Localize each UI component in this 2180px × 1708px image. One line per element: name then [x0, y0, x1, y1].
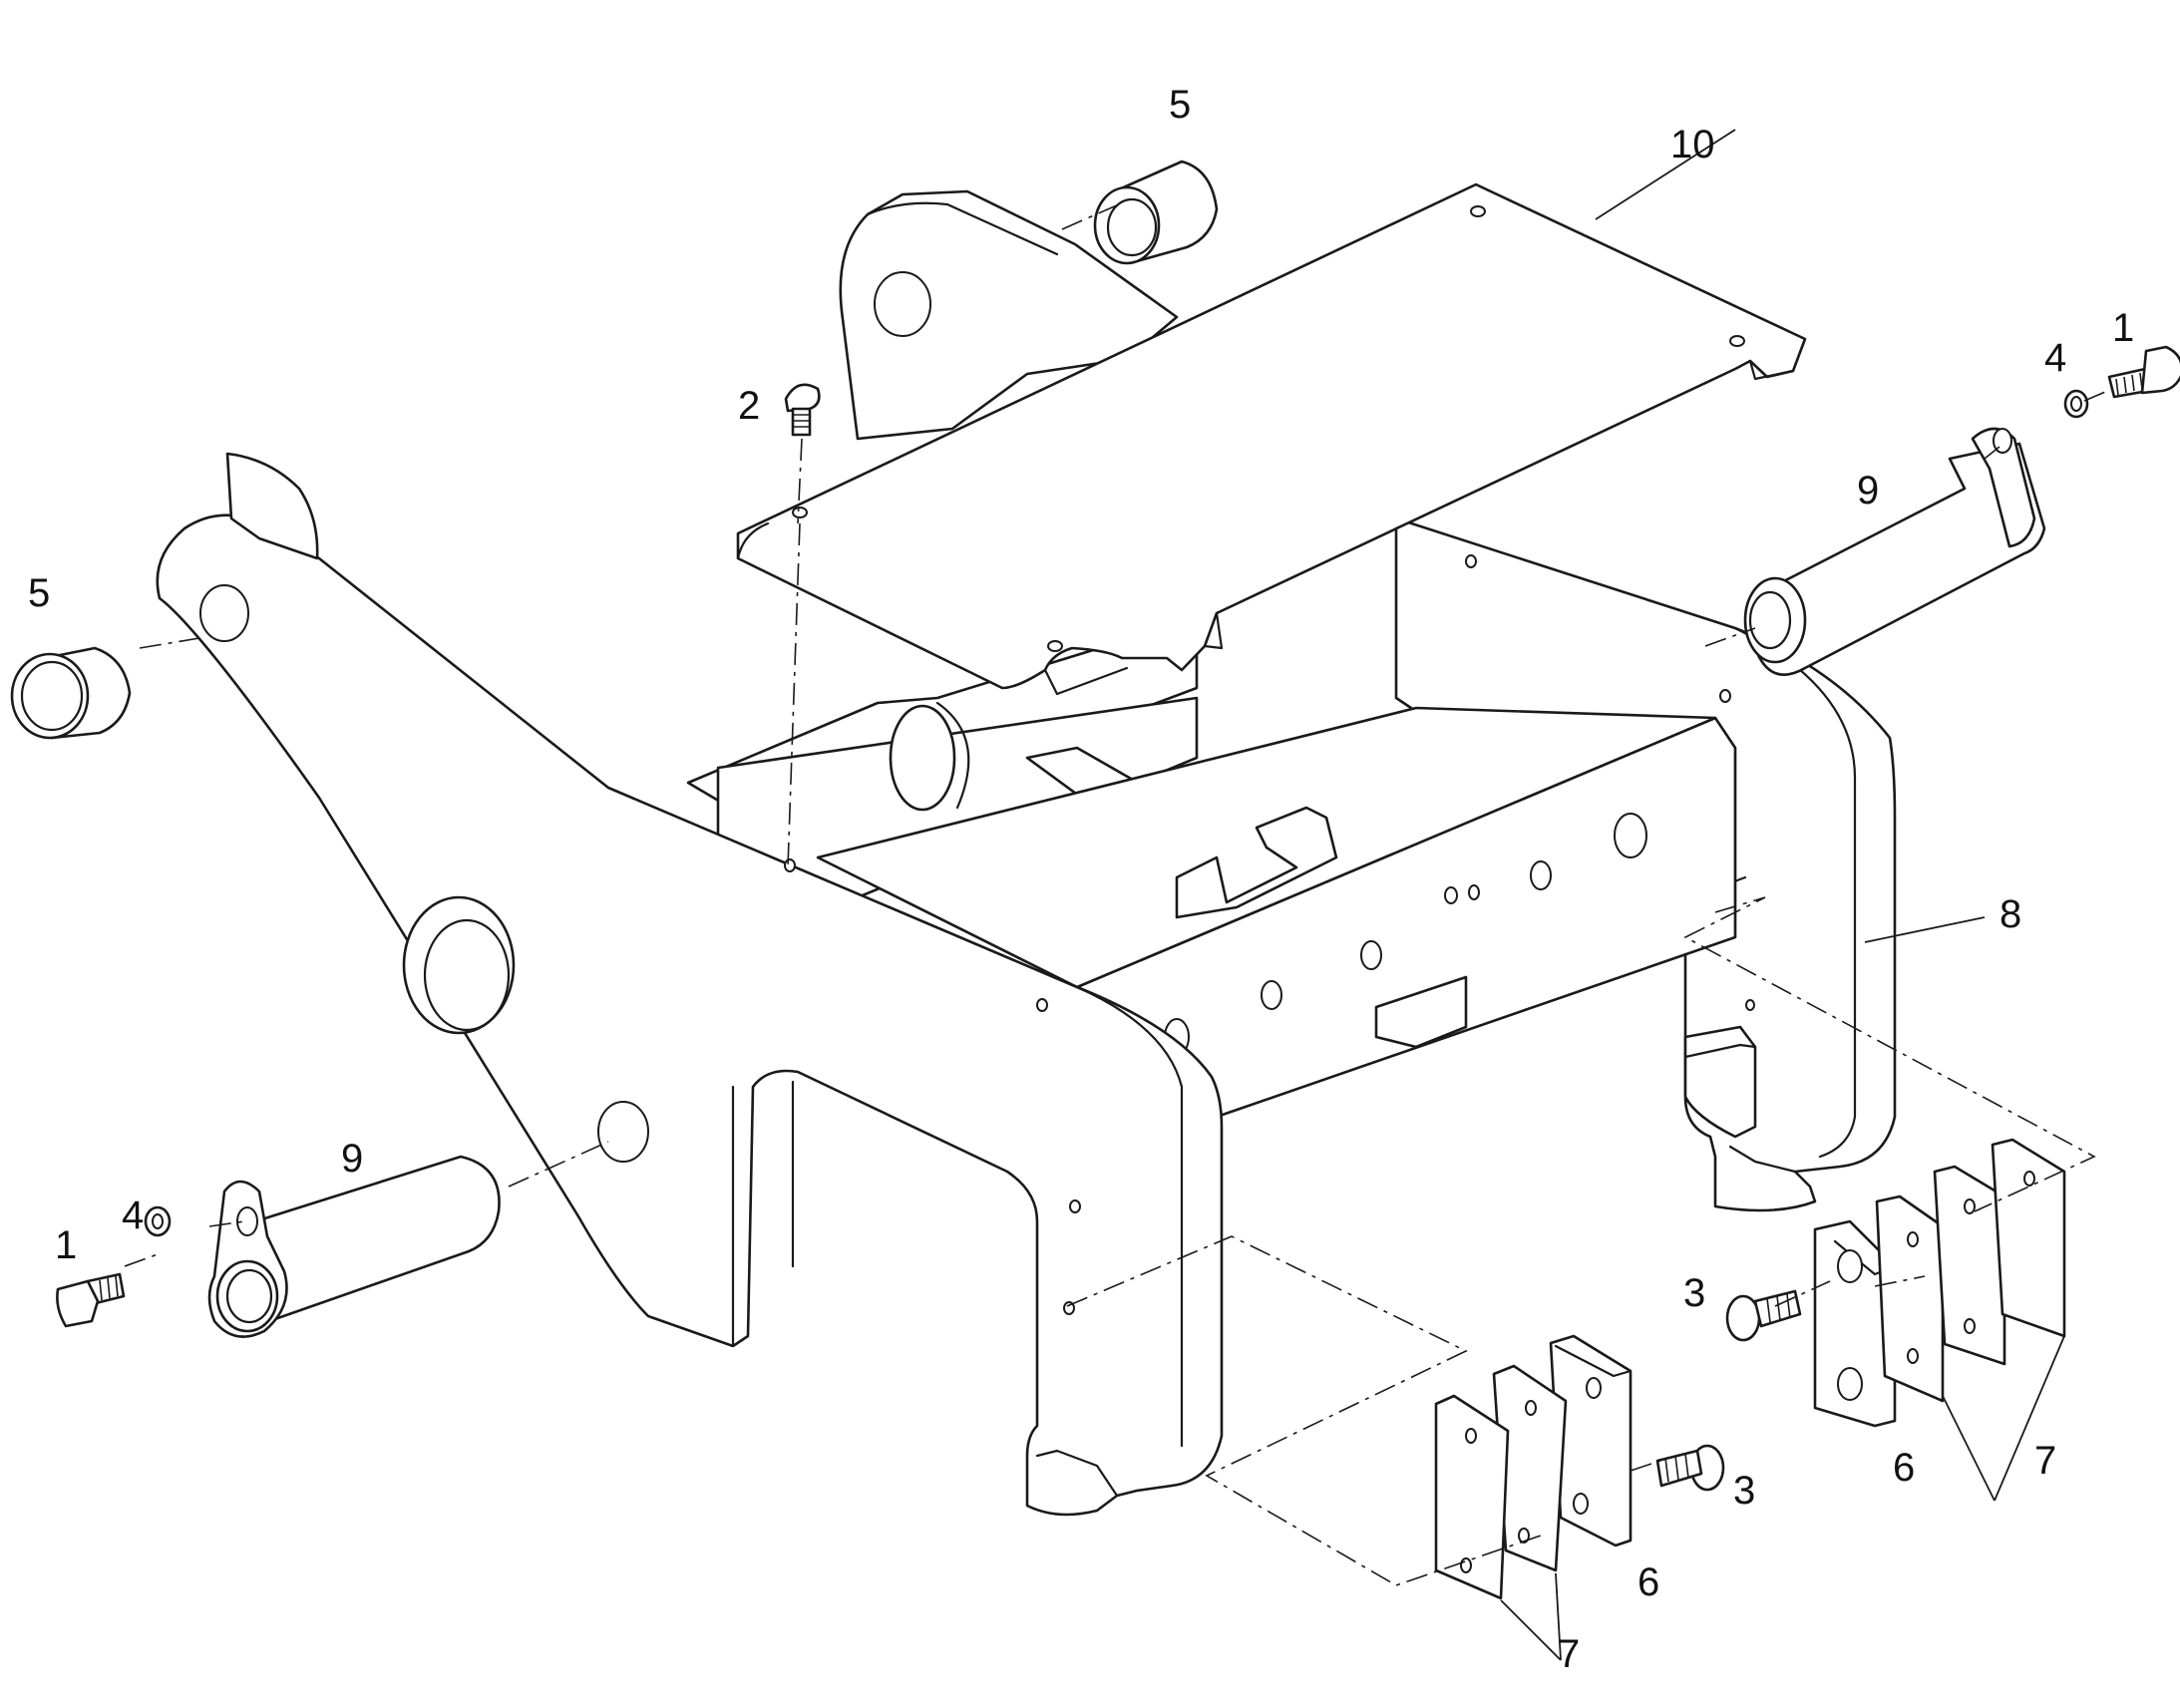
- callout-5-left: 5: [28, 571, 50, 615]
- callout-2: 2: [738, 384, 760, 428]
- callout-9-right: 9: [1857, 469, 1879, 512]
- shims-right: [1875, 1138, 2066, 1403]
- callout-3-bottom: 3: [1733, 1469, 1755, 1513]
- callout-1-right: 1: [2112, 306, 2134, 350]
- callout-7-bottom: 7: [1558, 1632, 1580, 1676]
- pivot-pin-right: [1743, 427, 2046, 676]
- wear-pad-right: [1813, 1219, 1897, 1428]
- callout-7-right: 7: [2034, 1439, 2056, 1483]
- callout-6-bottom: 6: [1637, 1560, 1659, 1604]
- callout-4-right: 4: [2044, 336, 2066, 380]
- callout-8: 8: [1999, 892, 2021, 936]
- callout-1-left: 1: [55, 1223, 77, 1267]
- assembly-center-lines: [124, 203, 2113, 1586]
- callout-labels: 5 10 1 4 2 9 5 8 9 4 1 3 6 7 3 6 7: [28, 83, 2134, 1676]
- screw-top: [784, 383, 821, 437]
- countersunk-screw-right: [1725, 1289, 1802, 1342]
- washer-left: [144, 1205, 172, 1237]
- callout-4-left: 4: [122, 1194, 144, 1237]
- bolt-right: [2107, 345, 2180, 399]
- callout-10: 10: [1670, 123, 1715, 167]
- pivot-pin-left: [207, 1155, 501, 1338]
- countersunk-screw-bottom: [1655, 1444, 1725, 1492]
- leader-lines: [1500, 129, 2065, 1661]
- bolt-left: [56, 1272, 126, 1328]
- callout-3-right: 3: [1683, 1271, 1705, 1315]
- washer-right: [2063, 389, 2089, 419]
- bushing-top: [1093, 160, 1219, 265]
- callout-5-top: 5: [1169, 83, 1191, 127]
- bushing-left: [10, 646, 132, 740]
- callout-6-right: 6: [1893, 1446, 1915, 1490]
- main-frame: [156, 452, 1897, 1517]
- wear-pad-bottom: [1549, 1334, 1633, 1547]
- callout-9-left: 9: [341, 1137, 363, 1181]
- shims-bottom: [1434, 1364, 1568, 1600]
- top-cover-plate: [736, 182, 1807, 696]
